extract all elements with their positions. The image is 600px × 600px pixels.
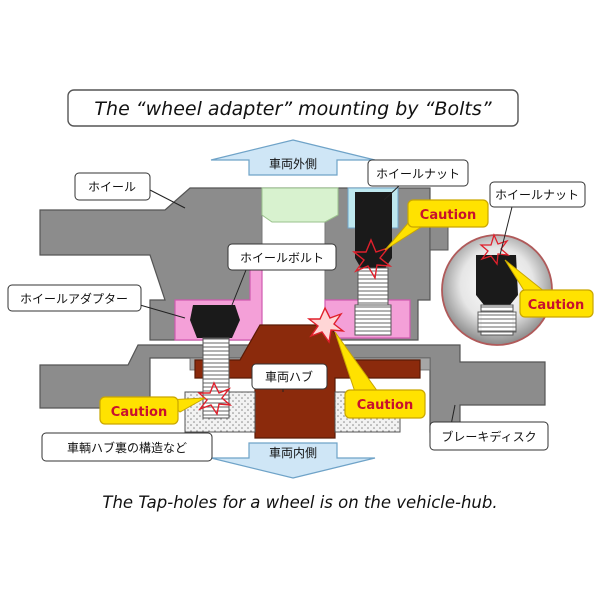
caution-callout-nut: Caution — [384, 199, 489, 251]
svg-text:Caution: Caution — [420, 208, 476, 223]
svg-text:ホイールナット: ホイールナット — [376, 167, 460, 181]
svg-text:ホイールアダプター: ホイールアダプター — [20, 291, 128, 306]
svg-text:ホイールナット: ホイールナット — [495, 188, 579, 202]
caution-callout-bolt: Caution — [99, 396, 206, 425]
label-wheel-adapter: ホイールアダプター — [7, 284, 142, 312]
inner-side-label: 車両内側 — [269, 446, 317, 460]
diagram-title: The “wheel adapter” mounting by “Bolts” — [94, 98, 491, 120]
label-hub: 車両ハブ — [251, 363, 328, 390]
outer-side-arrow: 車両外側 — [210, 139, 376, 176]
label-wheel-nut: ホイールナット — [367, 159, 469, 187]
svg-text:ホイール: ホイール — [88, 180, 136, 194]
svg-text:ホイールボルト: ホイールボルト — [240, 251, 324, 265]
label-wheel-bolt: ホイールボルト — [227, 243, 337, 271]
damage-bursts — [197, 233, 510, 416]
diagram-caption: The Tap-holes for a wheel is on the vehi… — [102, 493, 497, 512]
label-brake-disc: ブレーキディスク — [429, 421, 549, 451]
outer-side-label: 車両外側 — [269, 157, 317, 171]
svg-text:ブレーキディスク: ブレーキディスク — [441, 429, 536, 444]
svg-text:車輌ハブ裏の構造など: 車輌ハブ裏の構造など — [67, 440, 187, 455]
svg-text:Caution: Caution — [111, 405, 167, 420]
label-wheel-nut-zoom: ホイールナット — [489, 181, 586, 208]
caution-callout-zoom: Caution — [504, 259, 594, 318]
svg-text:車両ハブ: 車両ハブ — [265, 369, 313, 384]
label-wheel: ホイール — [74, 172, 151, 201]
title-box: The “wheel adapter” mounting by “Bolts” — [67, 89, 519, 127]
inner-side-arrow: 車両内側 — [210, 442, 376, 479]
caution-callout-hub: Caution — [334, 331, 426, 419]
label-hub-back: 車輌ハブ裏の構造など — [41, 432, 213, 462]
svg-text:Caution: Caution — [357, 398, 413, 413]
svg-text:Caution: Caution — [528, 298, 584, 313]
